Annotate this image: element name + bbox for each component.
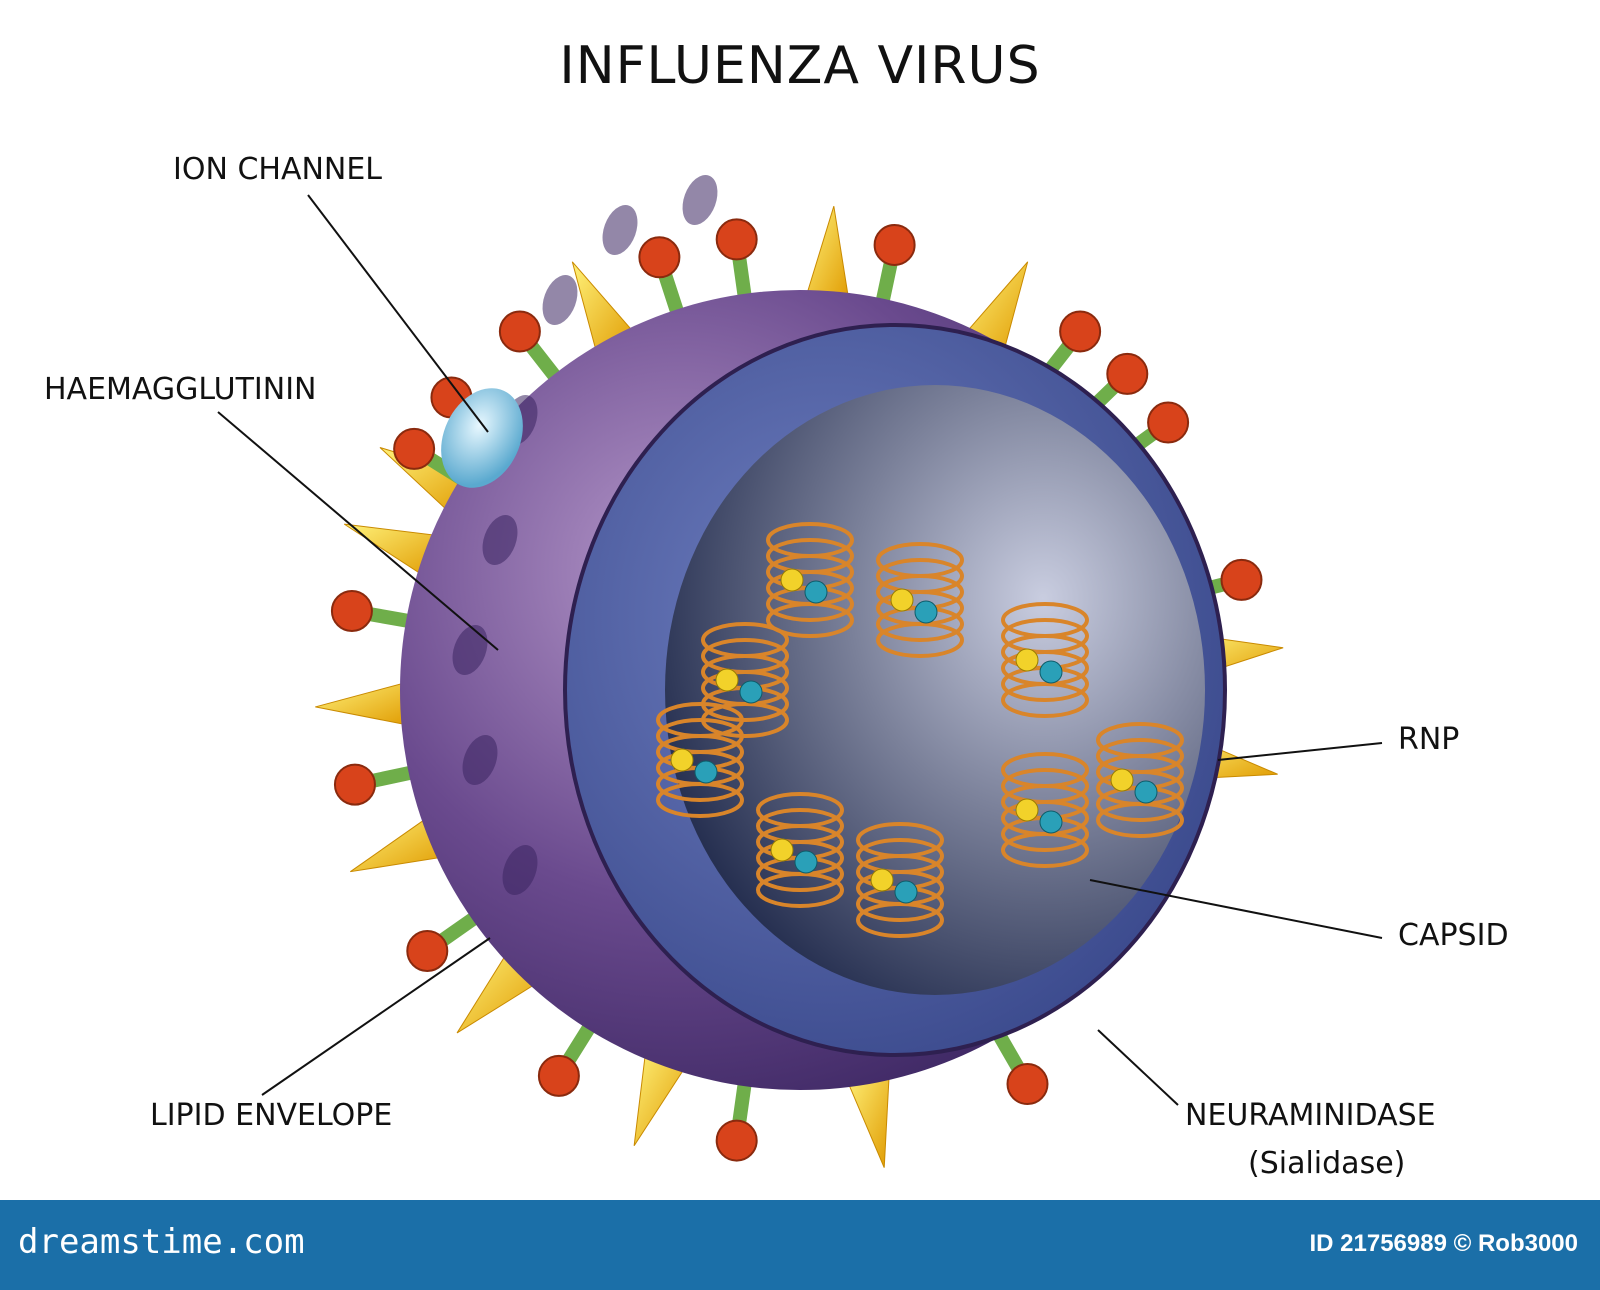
- neuraminidase-head: [1107, 354, 1147, 394]
- label-ion-channel: ION CHANNEL: [173, 152, 382, 187]
- rnp-protein-yellow: [781, 569, 803, 591]
- diagram-stage: INFLUENZA VIRUS ION CHANNEL HAEMAGGLUTIN…: [0, 0, 1600, 1200]
- label-capsid: CAPSID: [1398, 918, 1509, 953]
- neuraminidase-head: [407, 931, 447, 971]
- rnp-protein-teal: [795, 851, 817, 873]
- neuraminidase-head: [539, 1056, 579, 1096]
- rnp-protein-yellow: [771, 839, 793, 861]
- footer-bar: dreamstime.com ID 21756989 © Rob3000: [0, 1200, 1600, 1290]
- rnp-protein-yellow: [671, 749, 693, 771]
- neuraminidase-head: [1008, 1064, 1048, 1104]
- rnp-protein-yellow: [1016, 799, 1038, 821]
- neuraminidase-head: [717, 219, 757, 259]
- neuraminidase-head: [1060, 311, 1100, 351]
- label-haemagglutinin: HAEMAGGLUTININ: [44, 372, 317, 407]
- ion-channel-leader: [308, 195, 488, 432]
- rnp-leader: [1218, 743, 1382, 760]
- rnp-protein-teal: [1135, 781, 1157, 803]
- rnp-protein-teal: [740, 681, 762, 703]
- neuraminidase-head: [335, 765, 375, 805]
- rnp-protein-teal: [695, 761, 717, 783]
- neuraminidase-head: [1221, 560, 1261, 600]
- rnp-protein-yellow: [871, 869, 893, 891]
- neuraminidase-head: [875, 225, 915, 265]
- neuraminidase-head: [332, 591, 372, 631]
- rnp-protein-teal: [895, 881, 917, 903]
- label-neuraminidase: NEURAMINIDASE: [1185, 1098, 1436, 1133]
- neuraminidase-head: [717, 1121, 757, 1161]
- neuraminidase-leader: [1098, 1030, 1178, 1105]
- footer-credit: ID 21756989 © Rob3000: [1309, 1230, 1578, 1258]
- neuraminidase-head: [500, 311, 540, 351]
- lipid-envelope-leader: [262, 938, 490, 1095]
- label-neuraminidase-sub: (Sialidase): [1248, 1146, 1405, 1181]
- rnp-protein-yellow: [1016, 649, 1038, 671]
- rnp-protein-yellow: [1111, 769, 1133, 791]
- rnp-protein-teal: [915, 601, 937, 623]
- haemagglutinin-spike: [315, 682, 411, 726]
- footer-brand: dreamstime.com: [18, 1222, 305, 1262]
- neuraminidase-head: [1148, 403, 1188, 443]
- rnp-protein-teal: [1040, 661, 1062, 683]
- rnp-protein-teal: [805, 581, 827, 603]
- rnp-protein-yellow: [716, 669, 738, 691]
- rnp-protein-yellow: [891, 589, 913, 611]
- neuraminidase-head: [639, 237, 679, 277]
- haemagglutinin-spike: [805, 206, 849, 302]
- label-lipid-envelope: LIPID ENVELOPE: [150, 1098, 392, 1133]
- page-title: INFLUENZA VIRUS: [0, 36, 1600, 96]
- rnp-protein-teal: [1040, 811, 1062, 833]
- label-rnp: RNP: [1398, 722, 1459, 757]
- envelope-pit: [676, 170, 724, 230]
- envelope-pit: [596, 200, 644, 260]
- neuraminidase-head: [394, 429, 434, 469]
